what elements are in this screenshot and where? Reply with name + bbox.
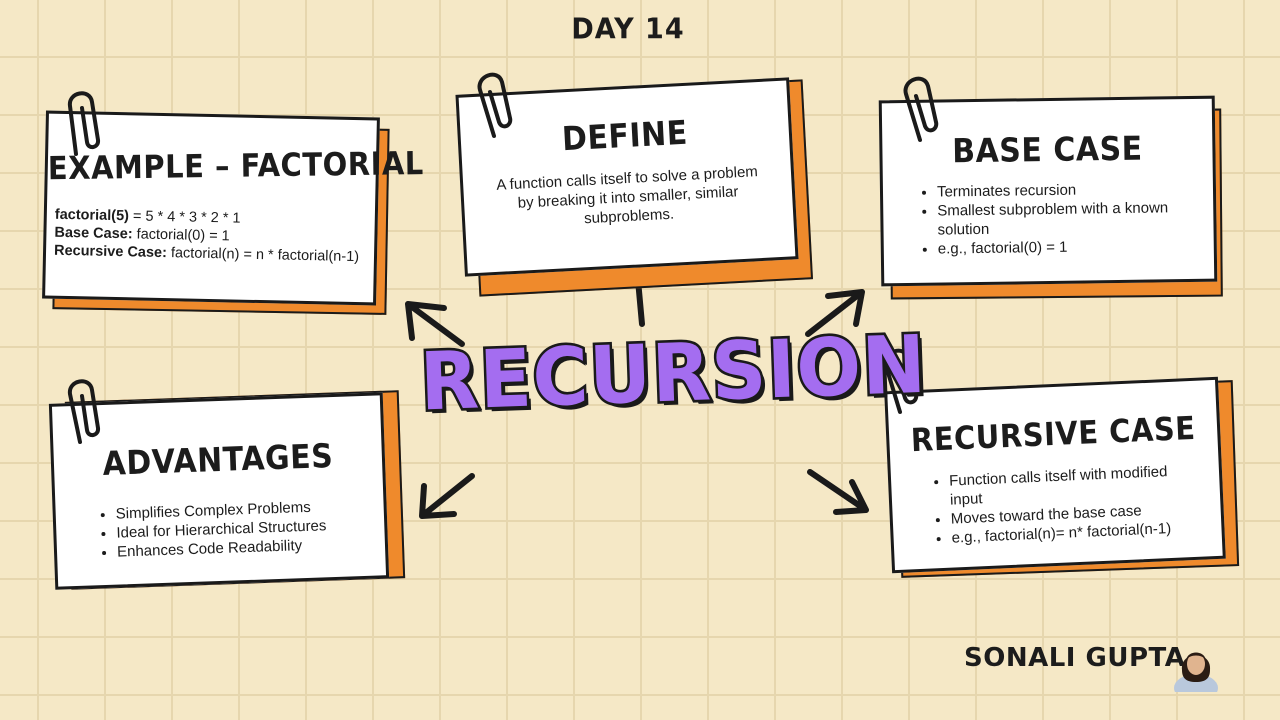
center-title: RECURSION: [416, 315, 931, 431]
card-example-text: factorial(5) = 5 * 4 * 3 * 2 * 1 Base Ca…: [54, 206, 360, 266]
arrow-to-recursive: [807, 469, 869, 515]
card-recursive: RECURSIVE CASE Function calls itself wit…: [884, 374, 1244, 579]
paperclip-icon: [67, 379, 100, 444]
avatar: [1174, 652, 1218, 692]
base-item: e.g., factorial(0) = 1: [938, 236, 1188, 258]
paperclip-icon: [477, 72, 513, 138]
card-define-text: A function calls itself to solve a probl…: [495, 163, 759, 228]
arrow-to-base: [805, 289, 865, 337]
day-title: DAY 14: [571, 13, 685, 46]
paperclip-icon: [67, 91, 100, 156]
card-base-list: Terminates recursion Smallest subproblem…: [917, 179, 1188, 259]
arrow-to-example: [405, 301, 465, 347]
base-item: Smallest subproblem with a known solutio…: [937, 198, 1188, 239]
paperclip-icon: [883, 348, 919, 414]
author-name: SONALI GUPTA: [964, 643, 1186, 673]
card-advantages-list: Simplifies Complex Problems Ideal for Hi…: [95, 496, 377, 563]
card-recursive-list: Function calls itself with modified inpu…: [929, 461, 1202, 549]
card-recursive-body: RECURSIVE CASE Function calls itself wit…: [884, 376, 1226, 574]
card-recursive-title: RECURSIVE CASE: [910, 409, 1197, 459]
paperclip-icon: [903, 76, 939, 142]
arrow-to-advantages: [419, 473, 475, 519]
